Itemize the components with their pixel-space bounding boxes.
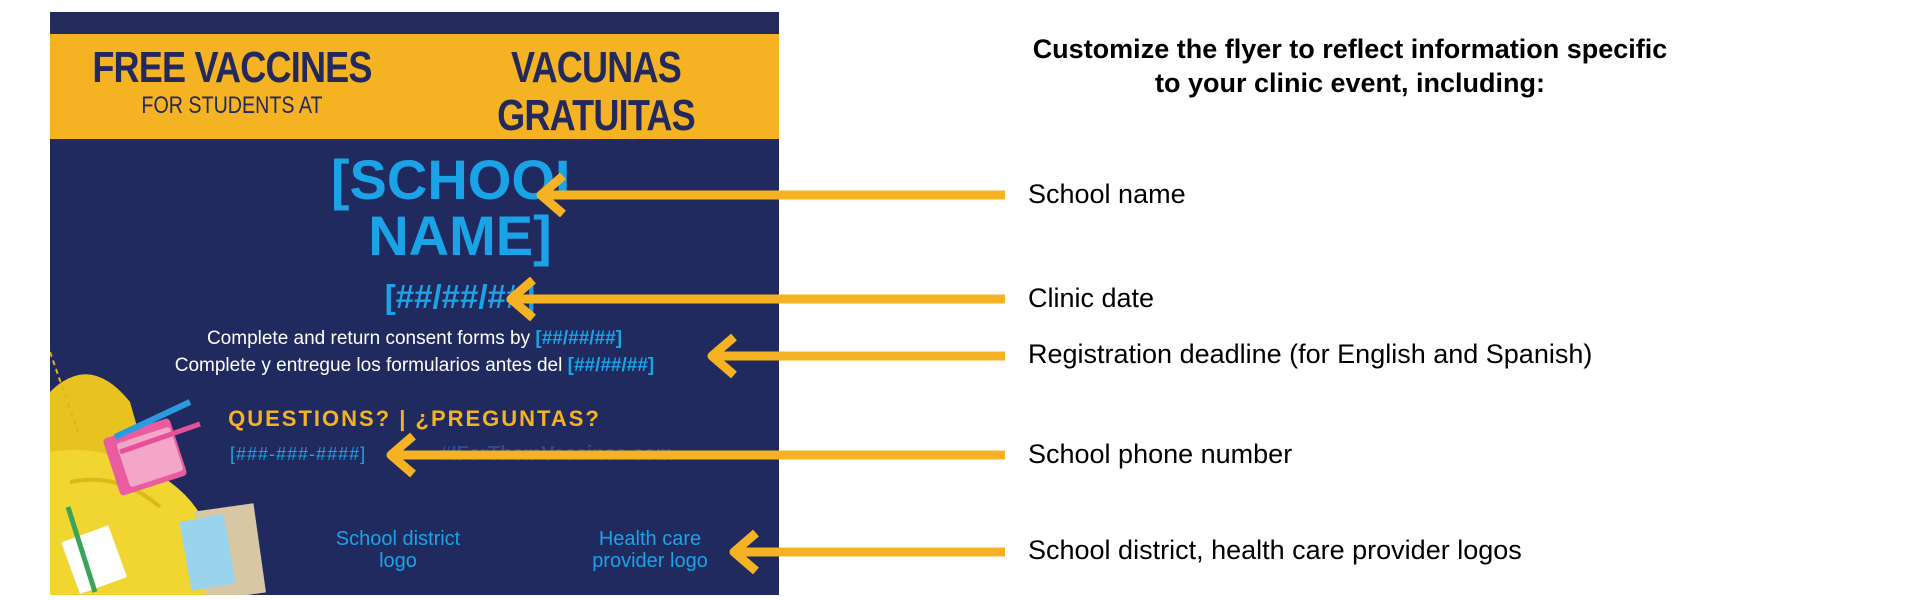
health-care-provider-logo-placeholder: Health care provider logo [560,528,740,572]
flyer-banner: FREE VACCINES FOR STUDENTS AT VACUNAS GR… [50,34,779,167]
label-registration-deadline: Registration deadline (for English and S… [1028,339,1593,369]
instructions-heading: Customize the flyer to reflect informati… [960,32,1740,100]
instructions-heading-line2: to your clinic event, including: [1154,68,1546,98]
arrow-logos [729,529,1005,575]
phone-placeholder: [###-###-####] [230,444,367,464]
district-logo-line1: School district [335,528,461,550]
label-logos: School district, health care provider lo… [1028,535,1522,565]
provider-logo-line1: Health care [598,528,702,550]
consent-english: Complete and return consent forms by [##… [50,328,779,350]
consent-spanish: Complete y entregue los formularios ante… [50,355,779,377]
district-logo-line2: logo [379,550,417,572]
arrow-school-name [536,172,1005,218]
consent-english-text: Complete and return consent forms by [206,328,531,349]
instructions-heading-line1: Customize the flyer to reflect informati… [1032,34,1668,64]
banner-english-title: FREE VACCINES [92,43,372,92]
banner-english-subtitle: FOR STUDENTS AT [141,92,323,119]
arrow-registration-deadline [707,333,1005,379]
consent-spanish-date: [##/##/##] [567,355,655,376]
label-clinic-date: Clinic date [1028,283,1155,313]
banner-spanish: VACUNAS GRATUITAS PARA ESTUDIANTES EN [414,44,778,168]
banner-english: FREE VACCINES FOR STUDENTS AT [50,44,414,120]
banner-spanish-subtitle: PARA ESTUDIANTES EN [482,140,710,167]
consent-spanish-text: Complete y entregue los formularios ante… [174,355,563,376]
banner-spanish-title: VACUNAS GRATUITAS [497,43,696,140]
school-district-logo-placeholder: School district logo [308,528,488,572]
flyer-top-stripe [50,12,779,34]
backpack-illustration [50,351,266,595]
questions-heading: QUESTIONS? | ¿PREGUNTAS? [228,406,601,431]
label-school-name: School name [1028,179,1186,209]
arrow-clinic-date [506,276,1005,322]
school-name-line2: NAME] [368,204,552,267]
arrow-phone-number [386,432,1005,478]
consent-english-date: [##/##/##] [535,328,623,349]
label-phone-number: School phone number [1028,439,1293,469]
provider-logo-line2: provider logo [592,550,708,572]
